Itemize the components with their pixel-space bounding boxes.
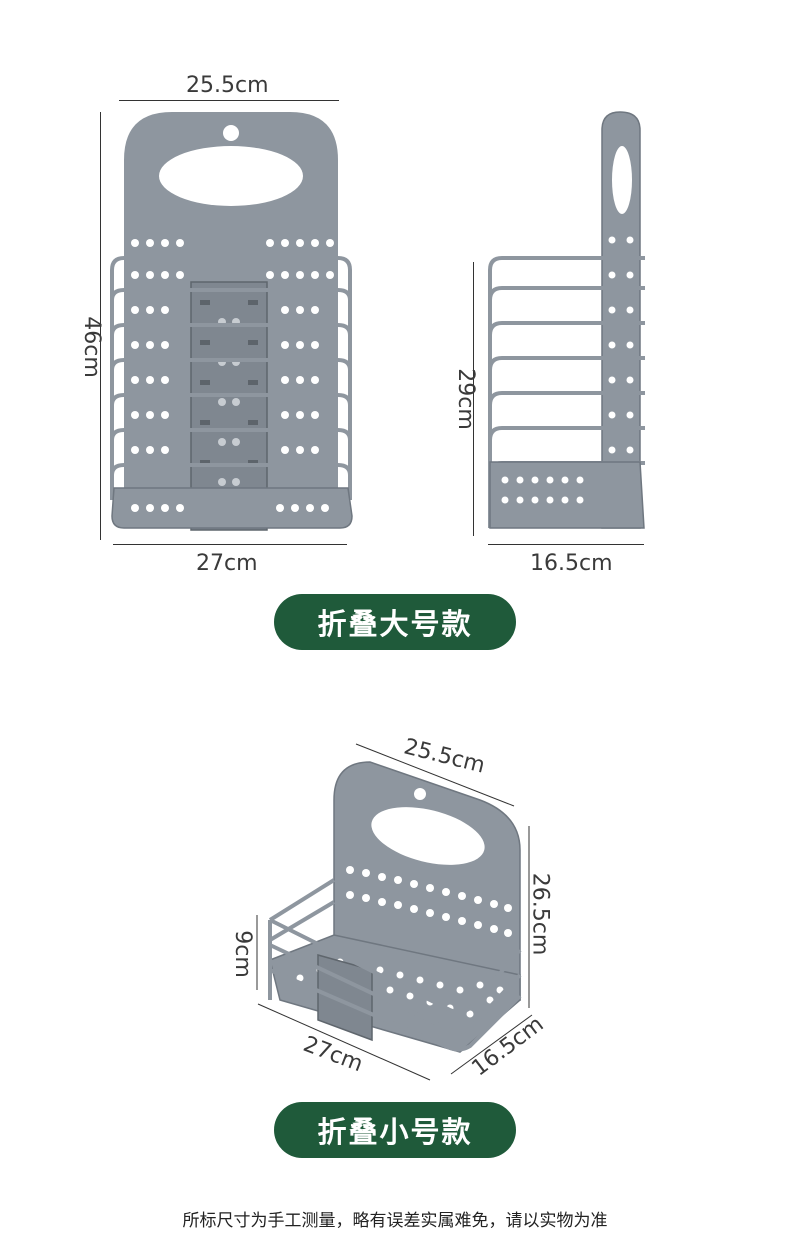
small-dimension-side-height: 9cm — [229, 930, 255, 978]
dimension-bottom-width: 27cm — [196, 551, 258, 576]
dimension-front-width: 25.5cm — [186, 73, 269, 98]
dimension-line-front-height — [100, 112, 101, 540]
dimension-line-side-height — [473, 262, 474, 536]
small-dimension-height: 26.5cm — [527, 872, 553, 956]
measurement-note: 所标尺寸为手工测量，略有误差实属难免，请以实物为准 — [182, 1211, 608, 1231]
dimension-line-side-depth — [488, 544, 644, 545]
small-model-label: 折叠小号款 — [274, 1102, 516, 1158]
dimension-side-depth: 16.5cm — [530, 551, 613, 576]
dimension-line-front-width — [119, 100, 339, 101]
dimension-line-bottom-width — [113, 544, 347, 545]
large-model-label: 折叠大号款 — [274, 594, 516, 650]
